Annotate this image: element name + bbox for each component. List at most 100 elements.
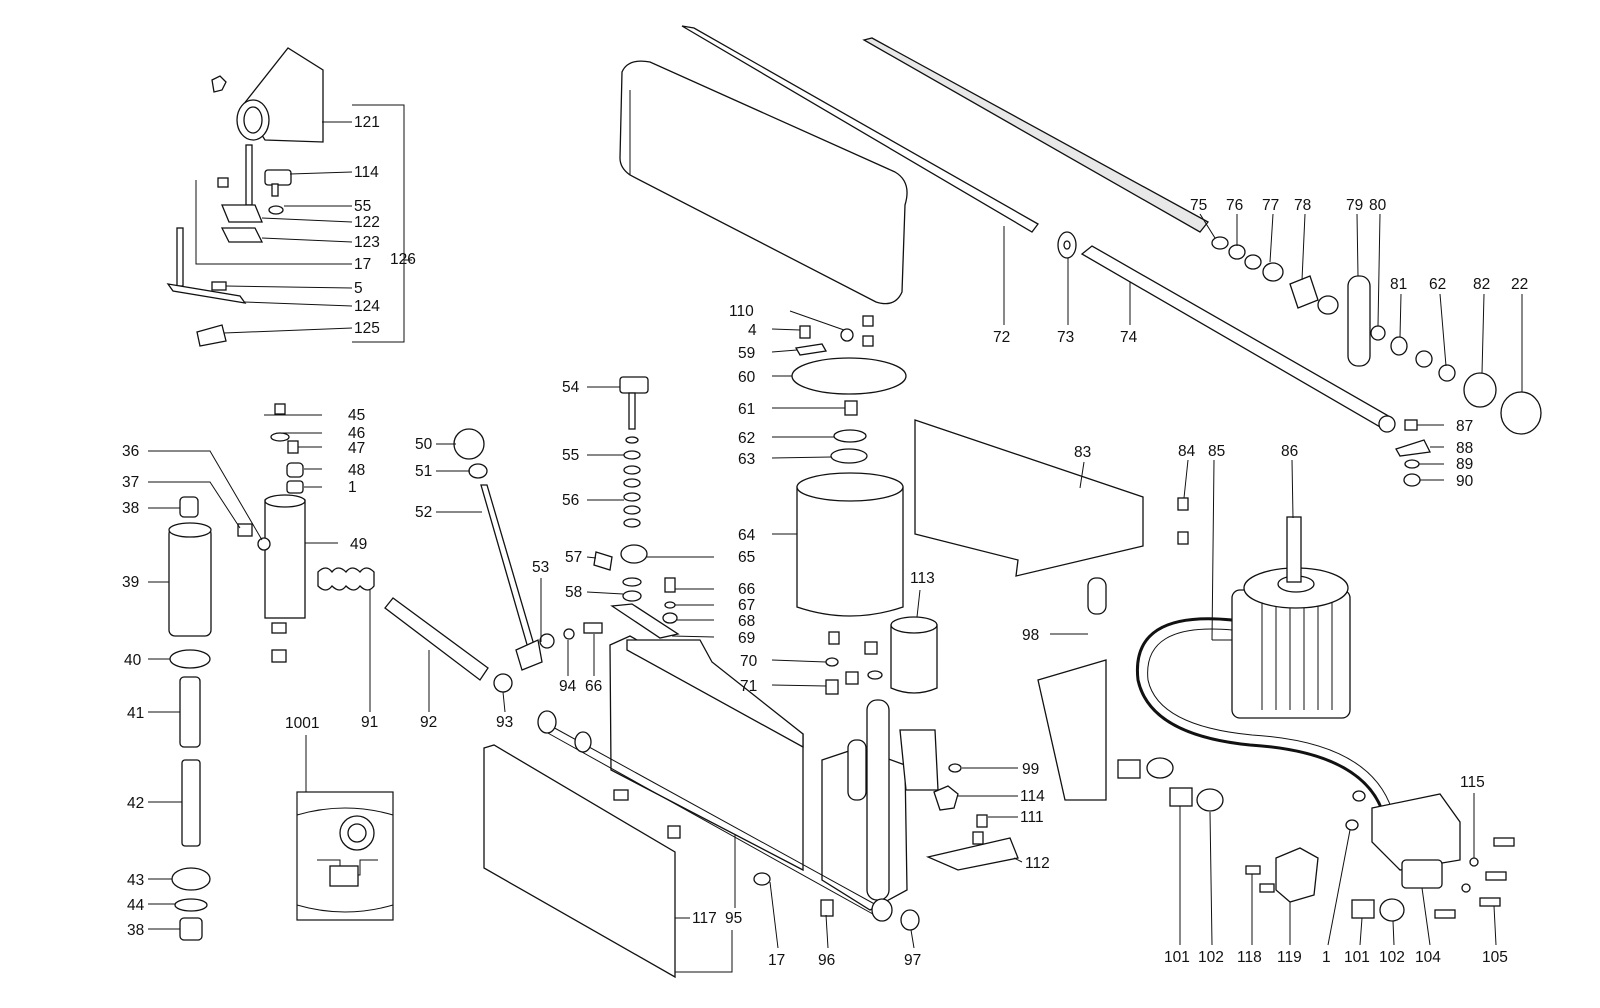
label-41: 41 [127, 705, 144, 722]
cover-plate-60 [791, 357, 907, 395]
bushing-38-bottom [179, 917, 203, 941]
shaft-92 [384, 597, 489, 681]
label-126: 126 [390, 251, 416, 268]
end-cap-left [537, 710, 557, 734]
knob-125 [196, 324, 227, 347]
label-66-lower: 66 [585, 678, 602, 695]
label-92: 92 [420, 714, 437, 731]
washer-62 [833, 429, 867, 443]
label-1-switch: 1 [1322, 949, 1331, 966]
disc-springs-56 [623, 492, 641, 502]
label-48: 48 [348, 462, 365, 479]
lever-foot-53 [515, 639, 543, 671]
cover-plate-117 [483, 744, 676, 979]
knob-82 [1463, 372, 1497, 408]
label-38: 38 [122, 500, 139, 517]
nut-51 [468, 463, 488, 479]
rod-72 [681, 25, 1039, 233]
label-84: 84 [1178, 443, 1196, 460]
sleeve-78 [1289, 275, 1319, 309]
label-67: 67 [738, 597, 755, 614]
pulley-housing [791, 315, 938, 695]
side-plate [609, 635, 804, 872]
motor-assembly [1135, 516, 1393, 811]
washer-58 [622, 590, 642, 602]
bracket-112 [925, 837, 1019, 871]
rods [681, 25, 1396, 433]
bracket-98-top [1087, 577, 1107, 615]
label-52: 52 [415, 504, 432, 521]
clamp-102 [1146, 757, 1174, 779]
spring-91 [317, 567, 375, 591]
screw-61 [844, 400, 858, 416]
cap-110 [840, 328, 854, 342]
link-plate-69 [610, 603, 680, 639]
plate-101 [1117, 759, 1141, 779]
washer-62 [1438, 364, 1456, 382]
label-54: 54 [562, 379, 580, 396]
label-90: 90 [1456, 473, 1474, 490]
washer-94 [563, 628, 575, 640]
nut-1 [1345, 819, 1359, 831]
screw-71 [825, 679, 839, 695]
label-122: 122 [354, 214, 380, 231]
screw-47 [287, 440, 299, 454]
label-85: 85 [1208, 443, 1225, 460]
label-17-base: 17 [768, 952, 785, 969]
label-1: 1 [348, 479, 357, 496]
leaders-spindle [586, 386, 715, 638]
leaders-lever [369, 443, 595, 713]
label-40: 40 [124, 652, 142, 669]
label-124: 124 [354, 298, 380, 315]
leaders-top-left [195, 104, 412, 343]
label-91: 91 [361, 714, 378, 731]
label-125: 125 [354, 320, 380, 337]
label-93: 93 [496, 714, 513, 731]
label-50: 50 [415, 436, 433, 453]
label-113: 113 [910, 570, 935, 587]
clamp-assembly-right [1211, 236, 1542, 487]
washer-55 [268, 205, 284, 215]
screw-4 [799, 325, 811, 339]
label-64: 64 [738, 527, 756, 544]
label-115: 115 [1460, 774, 1485, 791]
label-88: 88 [1456, 440, 1473, 457]
ring-46 [270, 432, 290, 442]
label-1001: 1001 [285, 715, 319, 732]
label-114: 114 [354, 164, 379, 181]
bracket-98 [1037, 659, 1107, 801]
washer-55 [623, 450, 641, 460]
cap-22 [1500, 391, 1542, 435]
nut-48 [286, 462, 304, 478]
guide-pin-2 [176, 227, 184, 287]
bearing-43 [171, 867, 211, 891]
label-104: 104 [1415, 949, 1441, 966]
nut-90 [1403, 473, 1421, 487]
label-49: 49 [350, 536, 367, 553]
label-76: 76 [1226, 197, 1243, 214]
column-post [866, 699, 890, 901]
label-117: 117 [692, 910, 717, 927]
label-42: 42 [127, 795, 144, 812]
end-cap-right [871, 898, 893, 922]
label-61: 61 [738, 401, 755, 418]
label-123: 123 [354, 234, 380, 251]
clamp-88 [1395, 439, 1431, 457]
label-62: 62 [738, 430, 755, 447]
callout-labels: 121 114 55 122 123 17 126 5 124 125 45 4… [122, 114, 1528, 969]
label-78: 78 [1294, 197, 1311, 214]
label-5: 5 [354, 280, 363, 297]
switch-box-104 [1371, 793, 1461, 871]
bushing-38-top [179, 496, 199, 518]
washer-67 [664, 601, 676, 609]
label-97: 97 [904, 952, 921, 969]
leaders-clamp [1199, 213, 1523, 481]
screw-84 [1177, 497, 1189, 511]
spacer-41 [179, 676, 201, 748]
label-66: 66 [738, 581, 755, 598]
washer-70 [825, 657, 839, 667]
label-101-lower: 101 [1344, 949, 1370, 966]
label-77: 77 [1262, 197, 1279, 214]
motor-shaft-86 [1286, 516, 1302, 583]
label-51: 51 [415, 463, 432, 480]
